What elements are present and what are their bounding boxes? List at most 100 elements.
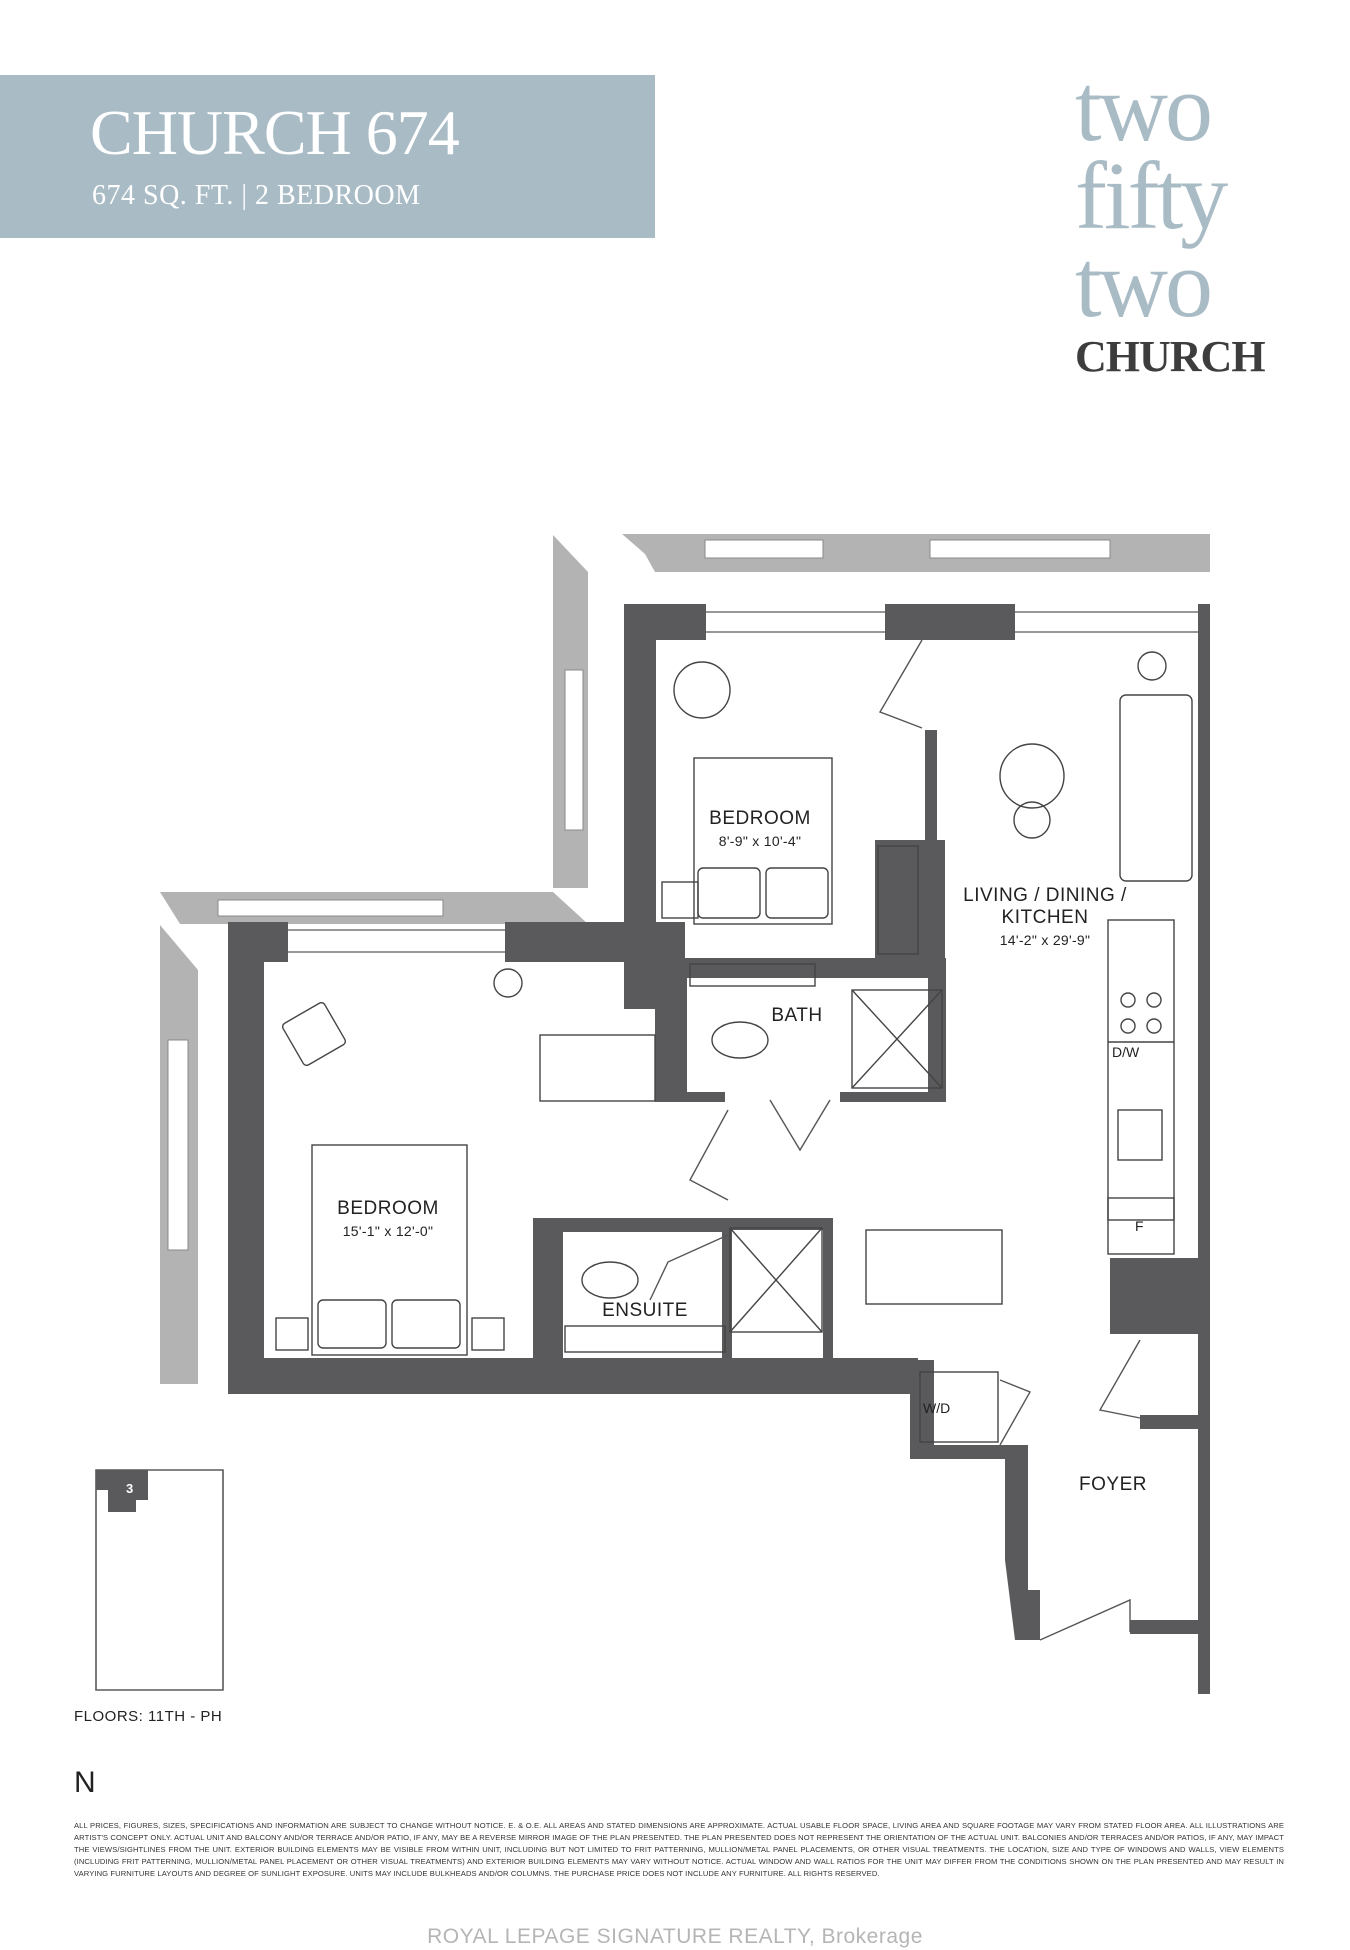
balcony-windows	[167, 539, 1111, 1251]
room-ensuite-name: ENSUITE	[602, 1300, 688, 1321]
window-west	[167, 1039, 189, 1251]
wall-left-top-b	[505, 922, 685, 962]
cooktop-2	[1146, 992, 1162, 1008]
wall-bath-south-b	[840, 1092, 940, 1102]
toilet-ensuite	[581, 1261, 639, 1299]
door-laundry	[999, 1379, 1032, 1446]
door-entry	[1039, 1598, 1131, 1641]
door-ensuite	[649, 1234, 729, 1301]
disclaimer-text: ALL PRICES, FIGURES, SIZES, SPECIFICATIO…	[74, 1821, 1284, 1878]
room-living-dims: 14'-2" x 29'-9"	[999, 932, 1091, 948]
window-leftv	[564, 669, 584, 831]
wall-ensuite-top	[533, 1218, 728, 1232]
label-dishwasher: D/W	[1112, 1044, 1140, 1060]
vanity-bath	[689, 963, 816, 987]
keyplan-outline	[95, 1469, 224, 1691]
wall-left-west	[228, 922, 264, 1392]
keyplan-unit-highlight	[96, 1470, 148, 1512]
wall-mid-b	[875, 840, 945, 960]
wall-bath-east	[928, 958, 946, 1102]
wall-mid	[925, 730, 937, 840]
wall-kitchen-block	[1110, 1258, 1198, 1334]
chair-lower	[281, 1001, 347, 1067]
header-band	[0, 75, 655, 238]
cooktop-3	[1120, 1018, 1136, 1034]
room-bedroom-lower: BEDROOM 15'-1" x 12'-0"	[308, 1198, 468, 1242]
keyplan	[95, 1469, 224, 1691]
closet-upper	[877, 845, 919, 955]
window-top-1	[704, 539, 824, 559]
unit-title: CHURCH 674	[90, 97, 460, 168]
wall-foyer-east-stub	[1140, 1415, 1200, 1429]
bed-upper	[693, 757, 833, 925]
vanity-ensuite	[564, 1325, 726, 1353]
brand-logo: two fifty two CHURCH	[1075, 54, 1295, 382]
wall-bottom	[228, 1358, 918, 1394]
room-living-name-1: LIVING / DINING /	[963, 885, 1127, 906]
room-bedroom-lower-name: BEDROOM	[337, 1198, 439, 1219]
round-table	[999, 743, 1065, 809]
keyplan-unit-number: 3	[126, 1481, 134, 1496]
counter	[1107, 919, 1175, 1221]
wall-ensuite-east	[722, 1218, 732, 1394]
walls	[228, 604, 1210, 1694]
room-living-name-2: KITCHEN	[1001, 907, 1089, 928]
pillow-lower-1	[317, 1299, 387, 1349]
furniture	[275, 651, 1193, 1443]
room-ensuite: ENSUITE	[590, 1300, 700, 1322]
room-living: LIVING / DINING / KITCHEN 14'-2" x 29'-9…	[935, 885, 1155, 951]
sofa	[1119, 694, 1193, 882]
wall-laundry	[910, 1360, 934, 1445]
room-bedroom-upper: BEDROOM 8'-9" x 10'-4"	[680, 808, 840, 852]
room-bath-name: BATH	[771, 1005, 823, 1026]
wall-bath-west	[655, 958, 687, 1100]
nightstand-upper	[661, 881, 699, 919]
wall-ensuite-west	[533, 1218, 563, 1394]
logo-line-church: CHURCH	[1075, 332, 1266, 381]
rug-upper	[673, 661, 731, 719]
shower-ensuite	[729, 1227, 823, 1333]
room-bedroom-upper-name: BEDROOM	[709, 808, 811, 829]
wall-windows	[235, 611, 1198, 1340]
wall-east	[1198, 604, 1210, 1694]
room-foyer: FOYER	[1068, 1474, 1158, 1496]
wall-ensuite-top-b	[722, 1218, 830, 1230]
toilet-bath	[711, 1021, 769, 1059]
wall-foyer-bottom	[1130, 1620, 1210, 1634]
doors	[649, 639, 1141, 1641]
label-fridge: F	[1135, 1218, 1144, 1234]
pillow-lower-2	[391, 1299, 461, 1349]
cooktop-4	[1146, 1018, 1162, 1034]
nightstand-lower-2	[471, 1317, 505, 1351]
logo-line-two: two	[1075, 54, 1213, 161]
wall-upper-south	[656, 958, 946, 978]
round-table-chair	[1013, 801, 1051, 839]
nightstand-lower-1	[275, 1317, 309, 1351]
pillow-upper-2	[765, 867, 829, 919]
pillow-upper-1	[697, 867, 761, 919]
room-bedroom-lower-dims: 15'-1" x 12'-0"	[342, 1223, 434, 1239]
room-bedroom-upper-dims: 8'-9" x 10'-4"	[718, 833, 802, 849]
wall-foyer-west	[1005, 1445, 1040, 1640]
unit-subtitle: 674 SQ. FT. | 2 BEDROOM	[92, 180, 421, 211]
north-letter: N	[74, 1766, 96, 1799]
logo-line-fifty: fifty	[1075, 142, 1228, 249]
window-top-2	[929, 539, 1111, 559]
wall-ensuite-east-b	[823, 1218, 833, 1358]
bed-lower	[311, 1144, 468, 1356]
washer-dryer	[919, 1371, 999, 1443]
wall-bath-south	[655, 1092, 725, 1102]
window-lefth	[217, 899, 444, 917]
shower-bath	[851, 989, 943, 1089]
plant-living	[1137, 651, 1167, 681]
logo-line-two-2: two	[1075, 230, 1213, 337]
door-bath	[769, 1099, 831, 1152]
room-bath: BATH	[762, 1005, 832, 1027]
fridge	[1107, 1197, 1175, 1255]
sink	[1117, 1109, 1163, 1161]
wall-laundry-b	[910, 1445, 1005, 1459]
north-arrow: N	[74, 1766, 96, 1800]
dining-table	[865, 1229, 1003, 1305]
wall-top-b	[885, 604, 1015, 640]
